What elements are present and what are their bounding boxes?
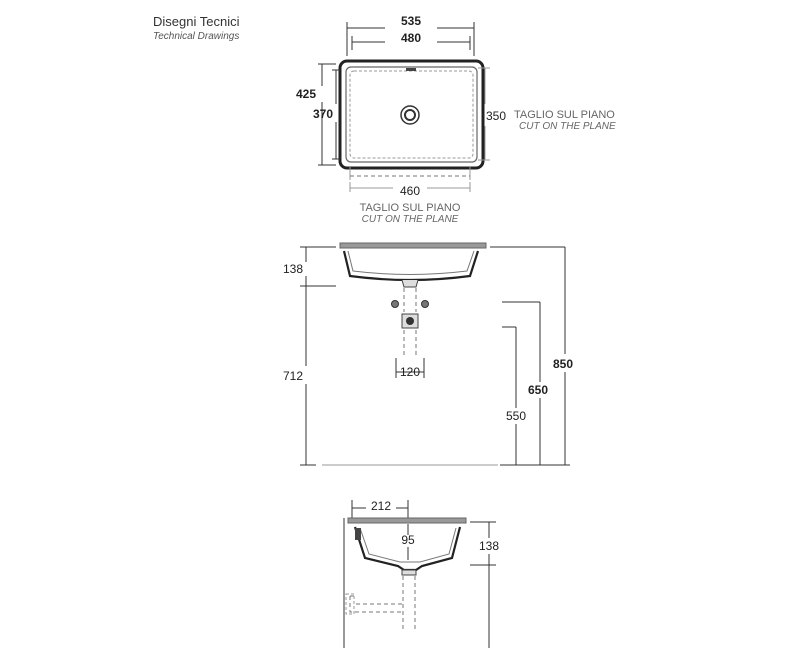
dim-inner-width: 480: [401, 31, 421, 45]
drain-side: [401, 569, 417, 576]
dim-total-height: 712: [283, 369, 303, 383]
dim-height: 138: [479, 539, 499, 553]
dim-inner-depth: 370: [313, 107, 333, 121]
cut-label-right: TAGLIO SUL PIANO: [514, 109, 615, 121]
side-view: 212 95 138: [343, 499, 499, 648]
dim-drain: 95: [401, 533, 415, 547]
page-title: Disegni Tecnici: [153, 14, 240, 29]
dim-outer-width: 535: [401, 14, 421, 28]
trap-fitting: [406, 317, 414, 325]
wall-flange: [345, 593, 355, 615]
dim-650: 650: [528, 383, 548, 397]
page-subtitle: Technical Drawings: [153, 31, 240, 42]
basin-side-inner: [359, 527, 457, 563]
valve-left-icon: [391, 300, 399, 308]
dim-cut-depth: 350: [486, 109, 506, 123]
trap-pipe: [349, 595, 403, 613]
drain-icon: [400, 105, 420, 125]
drain-outlet: [401, 279, 419, 288]
cut-label-bottom-en: CUT ON THE PLANE: [362, 214, 459, 225]
drain-inner-ring: [404, 109, 416, 121]
countertop: [339, 242, 487, 249]
dim-basin-height: 138: [283, 262, 303, 276]
dim-trap-width: 120: [400, 365, 420, 379]
dim-outer-depth: 425: [296, 87, 316, 101]
front-view: 120 138 712 850 650 550: [283, 242, 573, 466]
basin-front: [342, 250, 480, 282]
header: Disegni Tecnici Technical Drawings: [153, 14, 239, 44]
top-view: 535 480 425 370 350 TAGLIO SUL PIANO C: [296, 14, 616, 225]
dim-550: 550: [506, 409, 526, 423]
cut-label-right-en: CUT ON THE PLANE: [519, 121, 616, 132]
dim-cut-width: 460: [400, 184, 420, 198]
overflow-section: [355, 528, 361, 540]
overflow-slot: [406, 68, 416, 71]
basin-inner-front: [347, 250, 475, 275]
countertop-side: [347, 517, 467, 524]
cut-label-bottom: TAGLIO SUL PIANO: [360, 202, 461, 214]
dim-850: 850: [553, 357, 573, 371]
basin-inner-edge: [345, 66, 478, 163]
valve-right-icon: [421, 300, 429, 308]
dim-depth: 212: [371, 499, 391, 513]
